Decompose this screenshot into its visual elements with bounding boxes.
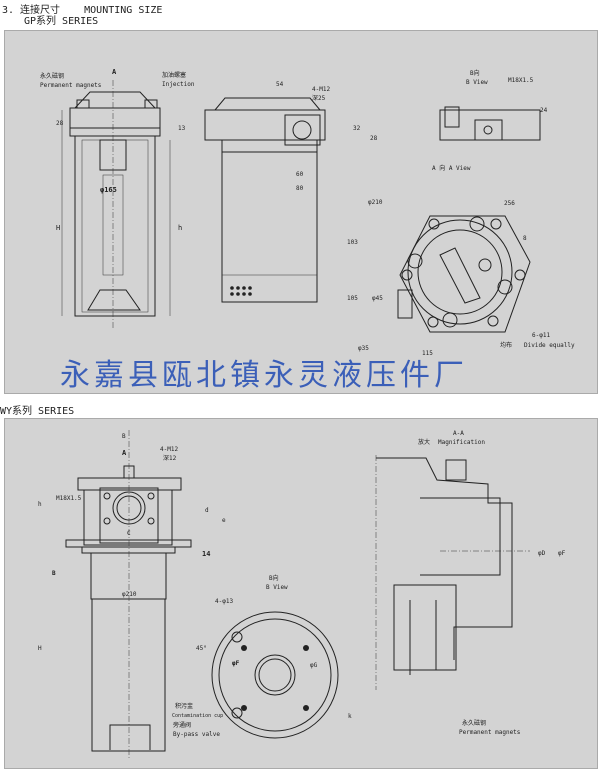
magnif-label: Magnification xyxy=(438,439,485,446)
a-view-label: A 向 A View xyxy=(432,164,471,172)
gp-side-view: 54 4-M12 深25 60 80 32 28 xyxy=(204,81,378,303)
gp-section-view: 永久磁钢 Permanent magnets A 加油螺塞 Injection … xyxy=(40,68,195,330)
wy-b-view: B向 B View 4-φ13 45° φF φG k xyxy=(196,574,352,739)
dim-h: h xyxy=(178,224,182,232)
wy-series-title: WY系列 SERIES xyxy=(0,406,75,417)
injection-label: Injection xyxy=(162,81,195,88)
company-watermark: 永嘉县瓯北镇永灵液压件厂 xyxy=(60,358,468,393)
wy-dim-m12: 4-M12 xyxy=(160,446,178,453)
wy-dim-e: e xyxy=(222,517,226,524)
wy-dim-holes: 4-φ13 xyxy=(215,598,233,605)
wy-dim-c: C xyxy=(127,530,131,537)
wy-dim-k: k xyxy=(348,713,352,720)
contam-label-cn: 积污盅 xyxy=(175,702,193,710)
wy-dim-phi210: φ210 xyxy=(122,591,137,598)
dim-m18: M18X1.5 xyxy=(508,77,534,84)
gp-b-view: B向 B View M18X1.5 24 xyxy=(439,69,548,141)
wy-dim-angle: 45° xyxy=(196,645,207,652)
wy-dim-14: 14 xyxy=(202,550,210,558)
bypass-label-cn: 旁通阀 xyxy=(173,721,191,729)
dim-6-holes: 6-φ11 xyxy=(532,332,550,339)
injection-label-cn: 加油螺塞 xyxy=(162,71,186,79)
wy-magnets-label-cn: 永久磁钢 xyxy=(462,719,486,727)
dim-depth: 深25 xyxy=(312,94,326,102)
bypass-label: By-pass valve xyxy=(173,731,220,738)
wy-mark-a: A xyxy=(122,449,127,457)
wy-dim-phiF2: φF xyxy=(558,550,566,557)
wy-section-aa: A-A 放大 Magnification φD φF 永久磁钢 Permanen… xyxy=(375,430,566,736)
section-mark-a: A xyxy=(112,68,117,76)
wy-dim-phiG: φG xyxy=(310,662,318,669)
wy-dim-B: B xyxy=(52,570,56,577)
dim-60: 60 xyxy=(296,171,304,178)
wy-b-view-label: B View xyxy=(266,584,288,591)
dim-80: 80 xyxy=(296,185,304,192)
contam-label: Contamination cup xyxy=(172,713,223,719)
wy-dim-phiD: φD xyxy=(538,550,546,557)
wy-dim-depth: 深12 xyxy=(163,454,177,462)
dim-4-m12: 4-M12 xyxy=(312,86,330,93)
dim-28: 28 xyxy=(56,120,64,127)
divide-label: Divide equally xyxy=(524,342,575,349)
b-view-label: B View xyxy=(466,79,488,86)
dim-13: 13 xyxy=(178,125,186,132)
wy-dim-phiF: φF xyxy=(232,660,240,667)
dim-8: 8 xyxy=(523,235,527,242)
wy-dim-m18: M18X1.5 xyxy=(56,495,82,502)
dim-24: 24 xyxy=(540,107,548,114)
dim-H: H xyxy=(56,224,60,232)
wy-magnets-label: Permanent magnets xyxy=(459,729,521,736)
gp-a-view: A 向 A View φ210 256 8 103 105 φ45 φ35 11… xyxy=(347,164,575,357)
magnets-label: Permanent magnets xyxy=(40,82,102,89)
wy-dim-h: h xyxy=(38,501,42,508)
wy-mark-b: B xyxy=(122,433,126,440)
wy-drawing-panel xyxy=(4,418,598,769)
dim-phi45: φ45 xyxy=(372,295,383,302)
dim-28b: 28 xyxy=(370,135,378,142)
wy-b-view-label-cn: B向 xyxy=(269,574,279,582)
magnets-label-cn: 永久磁钢 xyxy=(40,72,64,80)
dim-103: 103 xyxy=(347,239,358,246)
b-view-label-cn: B向 xyxy=(470,69,480,77)
dim-115: 115 xyxy=(422,350,433,357)
wy-front-view: B A 4-M12 深12 M18X1.5 h d e C 14 B φ210 … xyxy=(38,430,226,760)
wy-dim-d: d xyxy=(205,507,209,514)
divide-label-cn: 均布 xyxy=(500,341,512,349)
wy-dim-H: H xyxy=(38,645,42,652)
aa-label: A-A xyxy=(453,430,464,437)
dim-32: 32 xyxy=(353,125,361,132)
magnif-label-cn: 放大 xyxy=(418,438,430,446)
dim-phi165: φ165 xyxy=(100,186,117,194)
dim-phi210: φ210 xyxy=(368,199,383,206)
dim-105: 105 xyxy=(347,295,358,302)
dim-phi35: φ35 xyxy=(358,345,369,352)
gp-series-title: GP系列 SERIES xyxy=(24,16,99,27)
dim-54: 54 xyxy=(276,81,284,88)
section-title: 3. 连接尺寸 MOUNTING SIZE xyxy=(2,5,163,16)
dim-256: 256 xyxy=(504,200,515,207)
